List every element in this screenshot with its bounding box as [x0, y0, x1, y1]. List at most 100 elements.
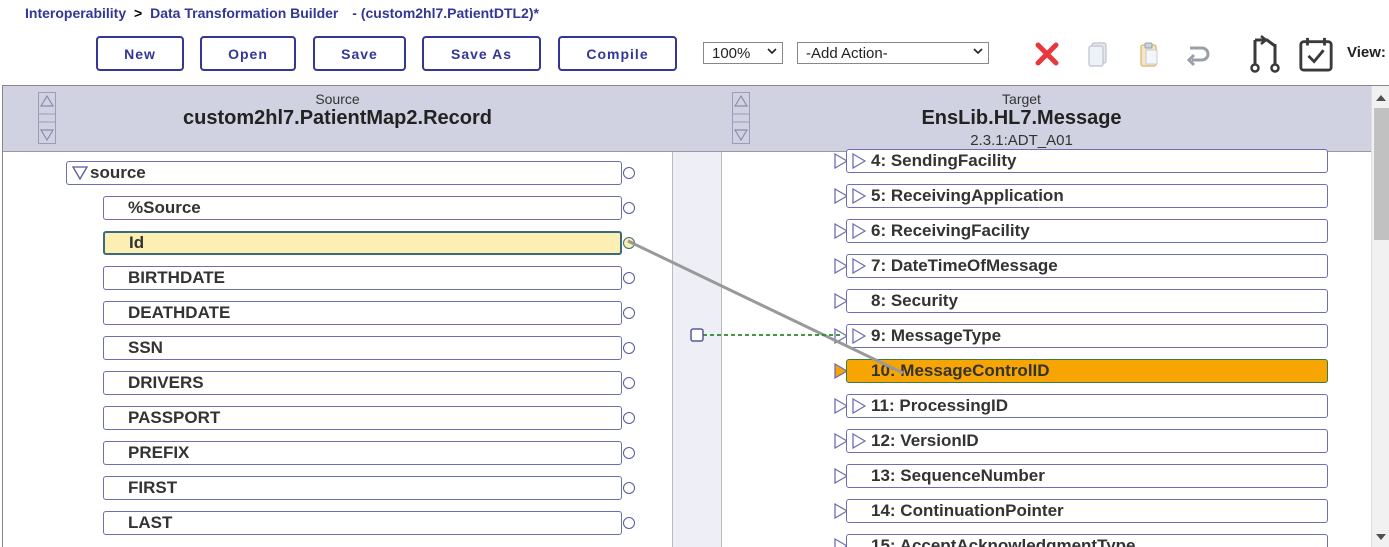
- source-field-connector[interactable]: [623, 307, 635, 319]
- source-root-connector[interactable]: [623, 167, 635, 179]
- expand-triangle-icon[interactable]: [852, 223, 866, 239]
- target-connector-icon[interactable]: [834, 503, 848, 519]
- source-field-label: PASSPORT: [128, 408, 221, 427]
- source-field-node[interactable]: FIRST: [103, 476, 622, 500]
- target-label: Target: [1002, 91, 1041, 107]
- source-field-node[interactable]: SSN: [103, 336, 622, 360]
- target-doctype: 2.3.1:ADT_A01: [970, 132, 1073, 149]
- expand-triangle-icon[interactable]: [852, 398, 866, 414]
- collapse-triangle-icon[interactable]: [72, 166, 88, 180]
- source-field-connector[interactable]: [623, 377, 635, 389]
- expand-triangle-icon[interactable]: [852, 433, 866, 449]
- target-field-label: 13: SequenceNumber: [871, 466, 1045, 485]
- target-field-node[interactable]: 7: DateTimeOfMessage: [846, 254, 1328, 278]
- transform-canvas: Source custom2hl7.PatientMap2.Record Tar…: [2, 85, 1389, 547]
- chevron-down-icon: [767, 48, 777, 55]
- breadcrumb-page-link[interactable]: Data Transformation Builder: [150, 5, 339, 21]
- source-field-connector[interactable]: [623, 447, 635, 459]
- add-action-select-value: -Add Action-: [806, 44, 888, 62]
- target-field-node[interactable]: 10: MessageControlID: [846, 359, 1328, 383]
- save-button[interactable]: Save: [313, 36, 406, 71]
- source-field-connector[interactable]: [623, 482, 635, 494]
- target-field-node[interactable]: 9: MessageType: [846, 324, 1328, 348]
- target-field-node[interactable]: 6: ReceivingFacility: [846, 219, 1328, 243]
- target-connector-icon[interactable]: [834, 153, 848, 169]
- copy-button[interactable]: [1080, 38, 1116, 70]
- target-connector-icon[interactable]: [834, 398, 848, 414]
- copy-icon: [1088, 42, 1107, 67]
- source-header: Source custom2hl7.PatientMap2.Record: [3, 86, 672, 152]
- source-field-connector[interactable]: [623, 342, 635, 354]
- vertical-scrollbar[interactable]: [1371, 86, 1389, 547]
- source-field-label: DRIVERS: [128, 373, 204, 392]
- zoom-select[interactable]: 100%: [703, 42, 783, 64]
- delete-icon: [1035, 42, 1059, 66]
- target-field-node[interactable]: 5: ReceivingApplication: [846, 184, 1328, 208]
- target-connector-icon[interactable]: [834, 433, 848, 449]
- expand-triangle-icon[interactable]: [852, 188, 866, 204]
- source-field-node[interactable]: BIRTHDATE: [103, 266, 622, 290]
- compile-button[interactable]: Compile: [558, 36, 677, 71]
- target-field-label: 11: ProcessingID: [871, 396, 1009, 415]
- expand-triangle-icon[interactable]: [852, 328, 866, 344]
- add-action-select[interactable]: -Add Action-: [797, 42, 989, 64]
- paste-button[interactable]: [1131, 38, 1167, 70]
- open-button[interactable]: Open: [200, 36, 296, 71]
- source-field-node[interactable]: LAST: [103, 511, 622, 535]
- source-field-label: %Source: [128, 198, 201, 217]
- source-field-node[interactable]: DEATHDATE: [103, 301, 622, 325]
- source-root-label: source: [90, 163, 146, 182]
- scroll-down-arrow-icon[interactable]: [1376, 533, 1386, 541]
- target-field-node[interactable]: 12: VersionID: [846, 429, 1328, 453]
- target-scroll-arrows-icon[interactable]: [732, 92, 750, 144]
- validate-button[interactable]: [1298, 37, 1334, 72]
- breadcrumb: Interoperability > Data Transformation B…: [25, 5, 539, 21]
- target-connector-icon[interactable]: [834, 188, 848, 204]
- source-field-connector[interactable]: [623, 517, 635, 529]
- source-field-node[interactable]: %Source: [103, 196, 622, 220]
- source-field-connector[interactable]: [623, 237, 635, 249]
- source-field-node[interactable]: PREFIX: [103, 441, 622, 465]
- target-connector-icon[interactable]: [834, 538, 848, 547]
- target-field-node[interactable]: 11: ProcessingID: [846, 394, 1328, 418]
- source-scroll-arrows-icon[interactable]: [38, 92, 56, 144]
- mapping-column: [672, 152, 722, 547]
- target-field-label: 8: Security: [871, 291, 958, 310]
- document-name: - (custom2hl7.PatientDTL2)*: [352, 5, 539, 21]
- source-field-label: DEATHDATE: [128, 303, 231, 322]
- target-field-node[interactable]: 13: SequenceNumber: [846, 464, 1328, 488]
- source-field-connector[interactable]: [623, 202, 635, 214]
- target-field-label: 14: ContinuationPointer: [871, 501, 1064, 520]
- scroll-up-arrow-icon[interactable]: [1376, 94, 1386, 102]
- source-field-label: BIRTHDATE: [128, 268, 225, 287]
- target-field-node[interactable]: 4: SendingFacility: [846, 149, 1328, 173]
- source-field-connector[interactable]: [623, 272, 635, 284]
- source-field-label: Id: [129, 233, 145, 252]
- target-class-title: EnsLib.HL7.Message: [921, 107, 1122, 129]
- target-field-label: 7: DateTimeOfMessage: [871, 256, 1058, 275]
- target-field-node[interactable]: 15: AcceptAcknowledgmentType: [846, 534, 1328, 547]
- source-field-node[interactable]: PASSPORT: [103, 406, 622, 430]
- target-connector-icon[interactable]: [834, 223, 848, 239]
- view-label: View:: [1347, 44, 1386, 61]
- target-connector-icon[interactable]: [834, 468, 848, 484]
- expand-triangle-icon[interactable]: [852, 258, 866, 274]
- target-field-label: 5: ReceivingApplication: [871, 186, 1064, 205]
- source-field-label: LAST: [128, 513, 173, 532]
- delete-button[interactable]: [1029, 38, 1065, 70]
- source-field-connector[interactable]: [623, 412, 635, 424]
- expand-triangle-icon[interactable]: [852, 153, 866, 169]
- swap-button[interactable]: [1247, 35, 1283, 73]
- scrollbar-thumb[interactable]: [1374, 108, 1389, 240]
- source-field-node[interactable]: Id: [103, 231, 622, 255]
- target-field-node[interactable]: 14: ContinuationPointer: [846, 499, 1328, 523]
- source-field-node[interactable]: DRIVERS: [103, 371, 622, 395]
- target-field-node[interactable]: 8: Security: [846, 289, 1328, 313]
- source-root-node[interactable]: source: [66, 161, 622, 185]
- new-button[interactable]: New: [96, 36, 184, 71]
- undo-button[interactable]: [1181, 38, 1217, 70]
- source-field-label: FIRST: [128, 478, 178, 497]
- save-as-button[interactable]: Save As: [422, 36, 541, 71]
- breadcrumb-interoperability-link[interactable]: Interoperability: [25, 5, 127, 21]
- undo-icon: [1186, 46, 1210, 67]
